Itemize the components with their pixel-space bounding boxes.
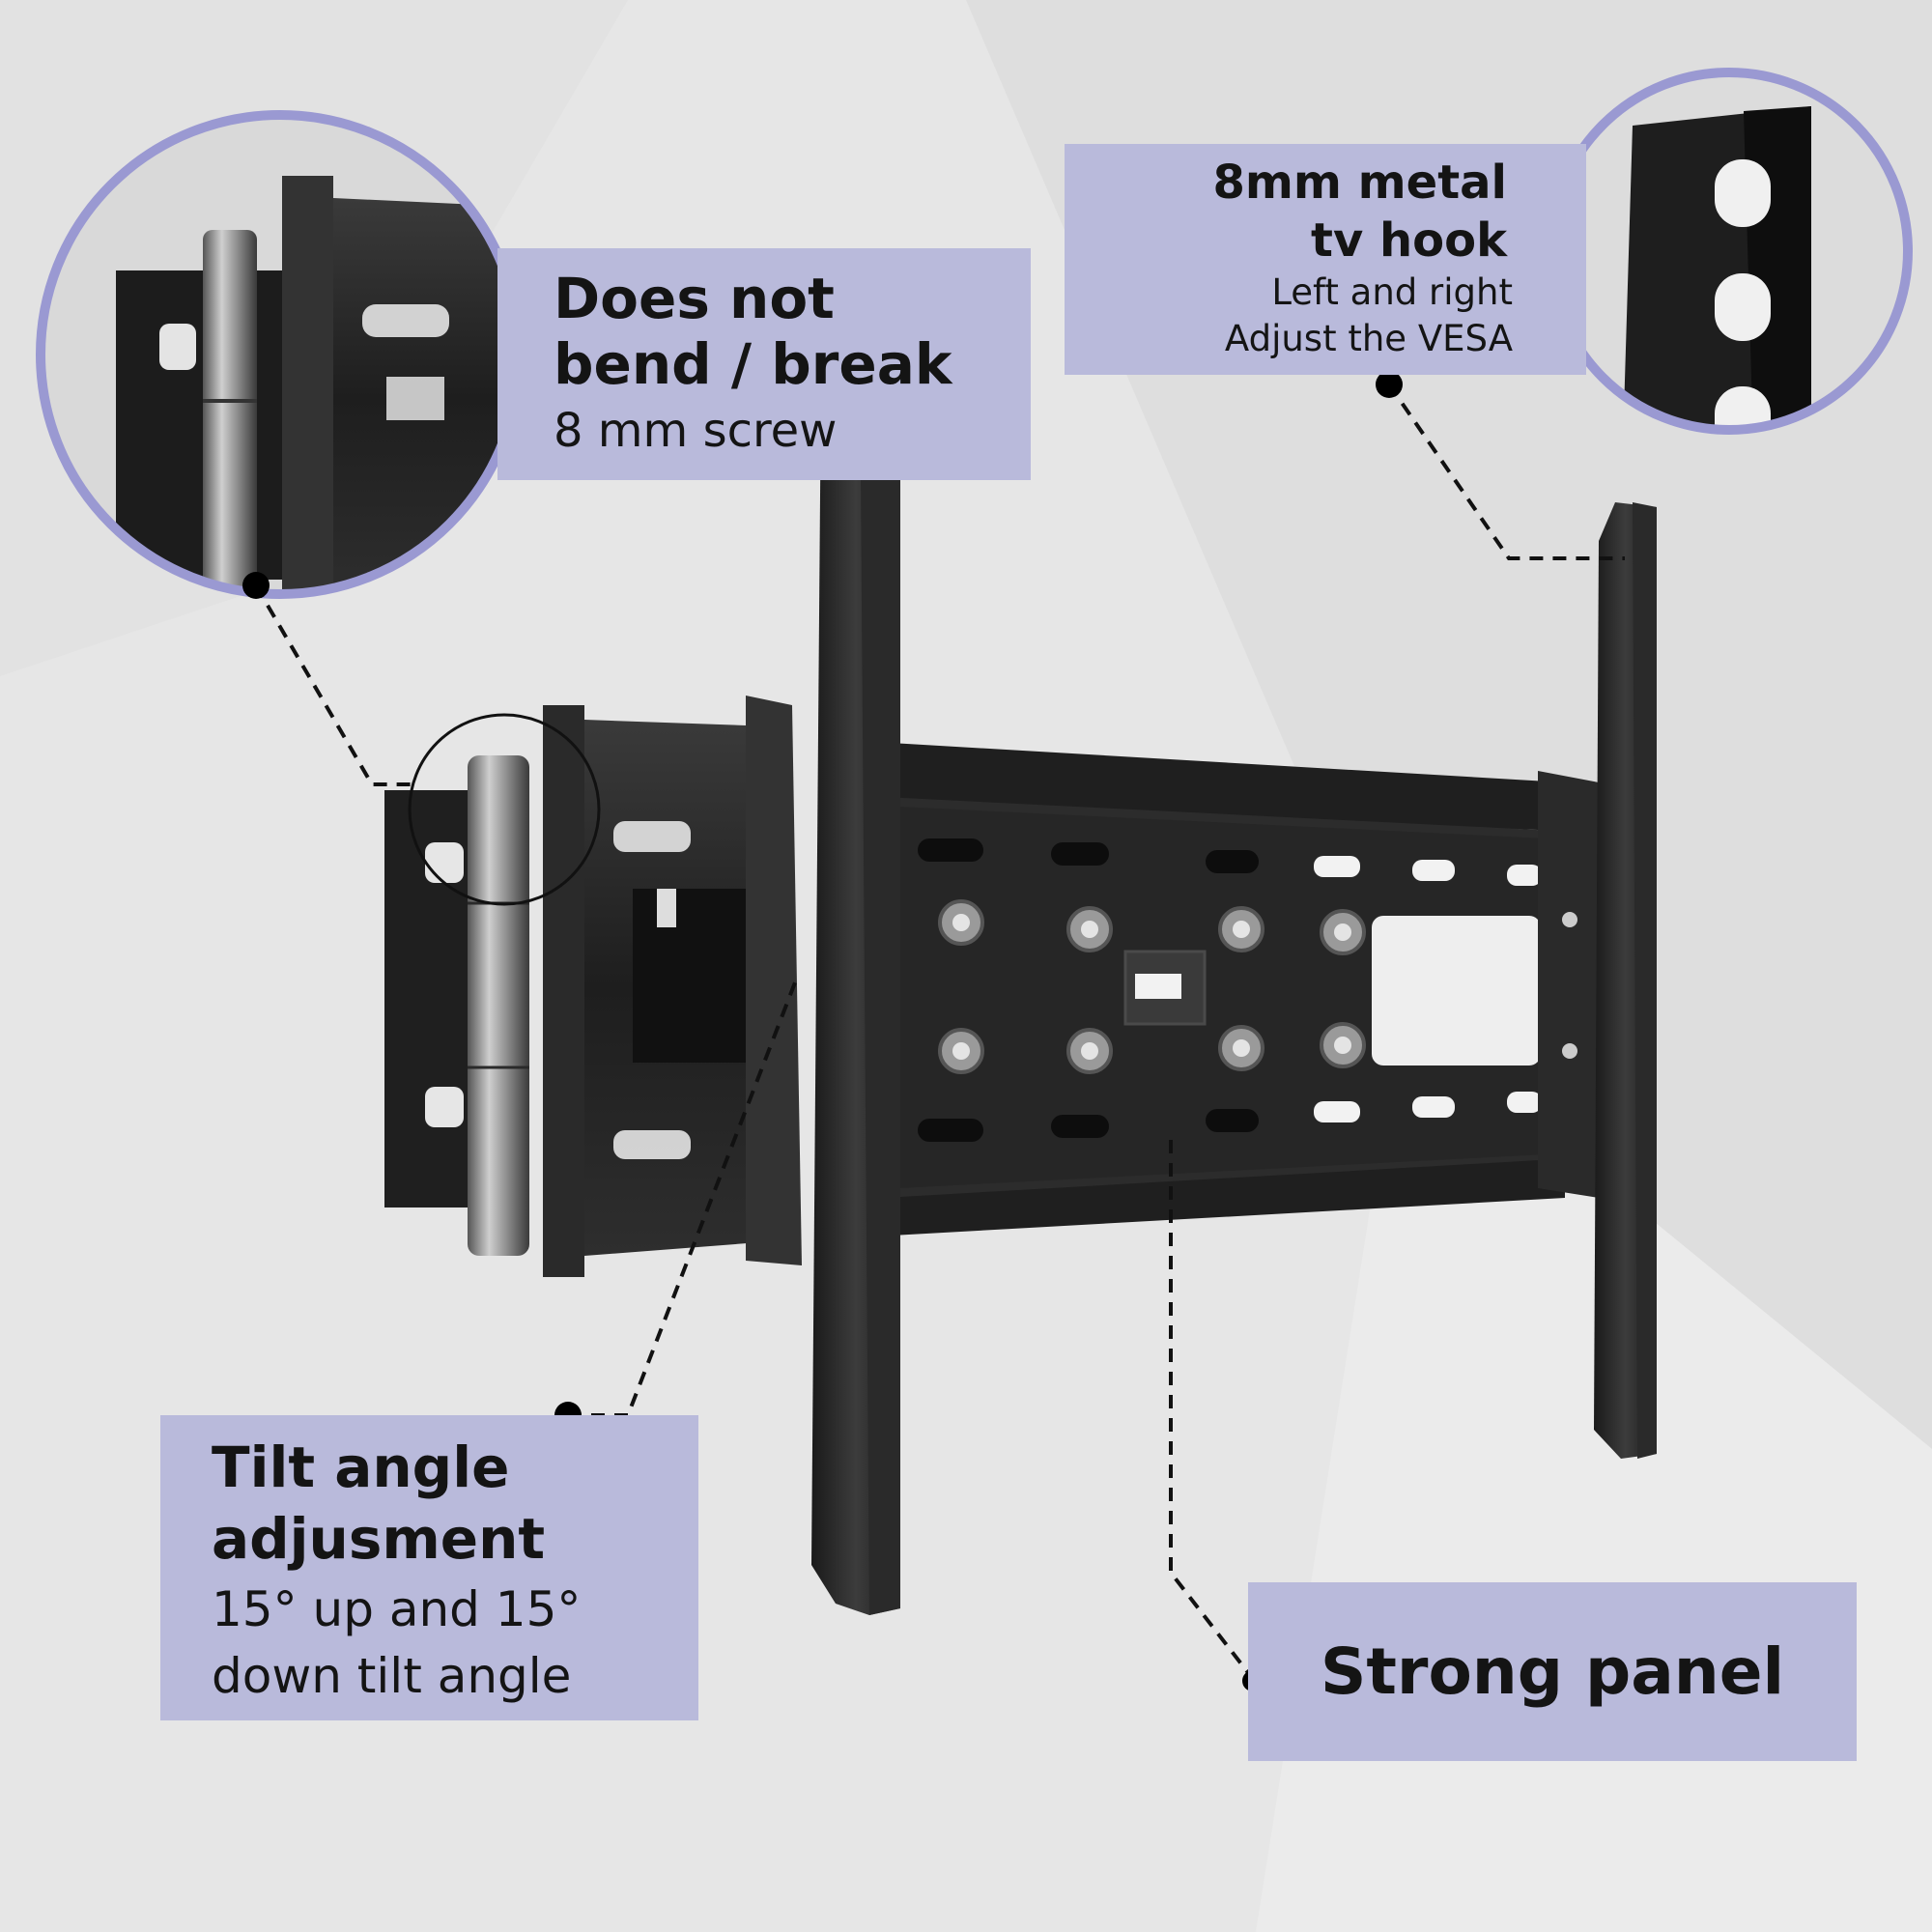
callout-tv-hook-title-1: 8mm metal <box>1212 156 1508 210</box>
callout-tv-hook: 8mm metal tv hook Left and right Adjust … <box>1065 144 1586 375</box>
callout-no-bend-title-2: bend / break <box>554 331 952 398</box>
callout-tilt-sub-1: 15° up and 15° <box>212 1581 582 1638</box>
right-tilt-bracket <box>1538 771 1599 1198</box>
callout-tilt-sub-2: down tilt angle <box>212 1648 572 1705</box>
callout-no-bend-title-1: Does not <box>554 266 835 331</box>
mounting-panel <box>884 797 1555 1198</box>
callout-tv-hook-sub-2: Adjust the VESA <box>1224 318 1513 360</box>
callout-no-bend-subtitle: 8 mm screw <box>554 403 838 458</box>
zoom-indicator-circle <box>408 713 601 906</box>
callout-no-bend: Does not bend / break 8 mm screw <box>497 248 1031 480</box>
callout-tv-hook-sub-1: Left and right <box>1271 271 1513 313</box>
callout-tv-hook-title-2: tv hook <box>1311 213 1507 268</box>
hook-zoom-inset <box>1546 68 1913 435</box>
callout-strong-panel: Strong panel <box>1248 1582 1857 1761</box>
callout-tilt: Tilt angle adjusment 15° up and 15° down… <box>160 1415 698 1720</box>
hinge-zoom-inset <box>36 110 525 599</box>
left-vertical-hook <box>811 338 900 1615</box>
panel-bolts <box>938 899 1366 1074</box>
right-vertical-hook <box>1594 502 1657 1459</box>
callout-tilt-title-2: adjusment <box>212 1505 546 1572</box>
callout-tilt-title-1: Tilt angle <box>212 1435 510 1500</box>
swing-arm <box>543 696 802 1277</box>
hinge-pin <box>468 755 529 1256</box>
callout-strong-panel-title: Strong panel <box>1320 1634 1785 1709</box>
